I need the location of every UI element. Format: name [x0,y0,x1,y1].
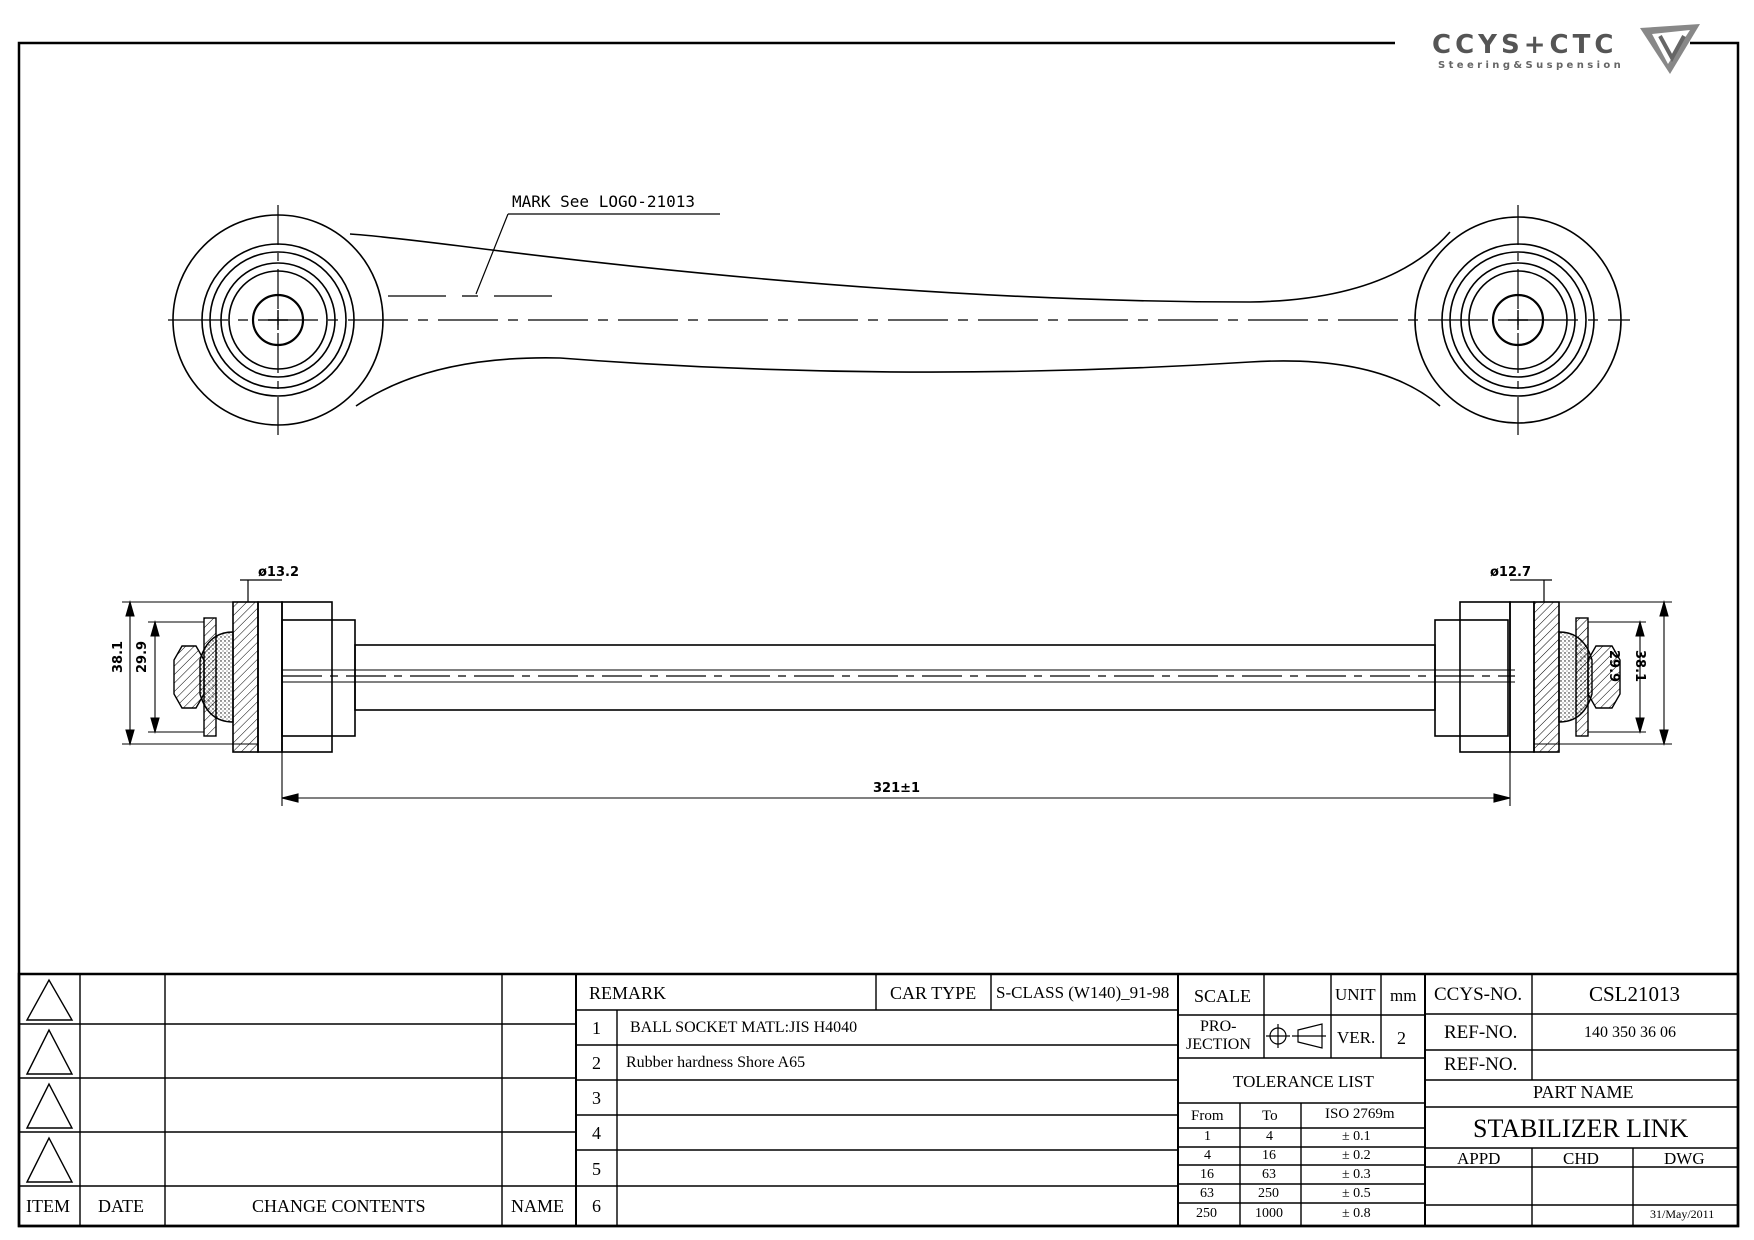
right-eye-ring-2 [1449,251,1587,389]
dim-right-heights [1534,599,1672,747]
ref-no-1-label: REF-NO. [1444,1022,1518,1043]
left-end-assembly [173,579,356,753]
header-date: DATE [98,1196,144,1216]
right-eye-ring-3 [1460,262,1576,378]
unit-value: mm [1390,986,1417,1005]
ccys-no-value: CSL21013 [1589,982,1681,1006]
arm-top-edge [349,231,1451,303]
dwg-label: DWG [1664,1149,1705,1168]
sheet-border [17,41,1740,1228]
chd-label: CHD [1563,1149,1599,1168]
right-housing-hatched [1533,601,1560,753]
part-name-value: STABILIZER LINK [1473,1114,1689,1143]
ccys-no-label: CCYS-NO. [1434,984,1523,1005]
right-eye-ring-4 [1468,270,1568,370]
tol-row-4-from: 63 [1200,1186,1214,1201]
remark-row-2-text: Rubber hardness Shore A65 [626,1054,806,1071]
tolerance-title: TOLERANCE LIST [1233,1072,1374,1091]
tol-row-5-tol: ± 0.8 [1342,1206,1371,1221]
tol-row-4-to: 250 [1258,1186,1279,1201]
dim-right-inner-label: 29.9 [1606,650,1621,683]
projection-symbol [1266,1023,1326,1049]
tol-row-3-to: 63 [1262,1167,1276,1182]
dim-diameter-right: ø12.7 [1490,565,1532,580]
car-type-value: S-CLASS (W140)_91-98 [996,983,1170,1002]
tol-row-5-to: 1000 [1255,1206,1283,1221]
dim-length-label: 321±1 [873,781,921,796]
left-cap-hatched [203,617,217,737]
right-eye-outer [1414,216,1622,424]
remark-row-4-no: 4 [592,1123,601,1143]
right-ball-hatched [1587,645,1621,709]
dim-left-heights [122,599,258,747]
ver-label: VER. [1337,1028,1376,1047]
left-eye-ring-4 [228,270,328,370]
ref-no-1-value: 140 350 36 06 [1584,1024,1676,1041]
ver-value: 2 [1397,1028,1406,1048]
mark-note: MARK See LOGO-21013 [512,192,696,211]
tol-row-3-tol: ± 0.3 [1342,1167,1371,1182]
right-eye-ring-1 [1441,243,1595,397]
tol-row-2-tol: ± 0.2 [1342,1148,1371,1163]
tol-row-2-to: 16 [1262,1148,1276,1163]
tol-header-from: From [1191,1108,1224,1124]
side-view [122,579,1672,806]
dim-diameter-left: ø13.2 [258,565,300,580]
dim-left-inner-label: 29.9 [135,640,150,673]
remark-row-3-no: 3 [592,1088,601,1108]
tol-row-4-tol: ± 0.5 [1342,1186,1371,1201]
tol-row-2-from: 4 [1204,1148,1211,1163]
shaft [354,644,1436,711]
brand-logo: CCYS+CTC [1432,30,1618,60]
left-housing-hatched [232,601,259,753]
dim-length [281,742,1511,806]
remark-row-6-no: 6 [592,1196,601,1216]
left-ball-hatched [173,645,205,709]
left-eye-ring-2 [209,251,347,389]
remark-row-2-no: 2 [592,1053,601,1073]
tol-row-1-tol: ± 0.1 [1342,1129,1371,1144]
header-name: NAME [511,1196,564,1216]
left-eye-outer [172,214,384,426]
brand-tagline: Steering&Suspension [1438,60,1625,71]
remark-row-5-no: 5 [592,1159,601,1179]
left-eye-ring-3 [220,262,336,378]
arm-bottom-edge [355,357,1441,407]
part-name-label: PART NAME [1533,1082,1634,1102]
projection-label-1: PRO- [1200,1018,1237,1035]
projection-label-2: JECTION [1186,1036,1251,1053]
top-view [168,205,1630,435]
tol-row-1-from: 1 [1204,1129,1211,1144]
car-type-label: CAR TYPE [890,983,977,1003]
left-eye-ring-1 [201,243,355,397]
header-item: ITEM [26,1196,70,1216]
logo-graphic [1640,24,1700,74]
remark-row-1-text: BALL SOCKET MATL:JIS H4040 [630,1019,858,1036]
right-eye-bore [1491,293,1545,347]
appd-label: APPD [1457,1149,1501,1168]
title-block-grid [17,972,1740,1228]
right-end-assembly [1434,579,1621,753]
remark-row-1-no: 1 [592,1018,601,1038]
remark-header: REMARK [589,983,667,1003]
dim-left-outer-label: 38.1 [111,640,126,673]
tol-header-iso: ISO 2769m [1325,1106,1395,1122]
tol-row-3-from: 16 [1200,1167,1214,1182]
ref-no-2-label: REF-NO. [1444,1054,1518,1075]
tol-row-1-to: 4 [1266,1129,1273,1144]
header-change-contents: CHANGE CONTENTS [252,1196,426,1216]
right-cap-hatched [1575,617,1589,737]
tol-row-5-from: 250 [1196,1206,1217,1221]
mark-leader [475,213,720,295]
scale-label: SCALE [1194,986,1252,1006]
dim-right-outer-label: 38.1 [1632,650,1647,683]
tol-header-to: To [1262,1108,1278,1124]
unit-label: UNIT [1335,985,1376,1004]
left-eye-bore [251,293,305,347]
drawing-date: 31/May/2011 [1650,1207,1715,1221]
